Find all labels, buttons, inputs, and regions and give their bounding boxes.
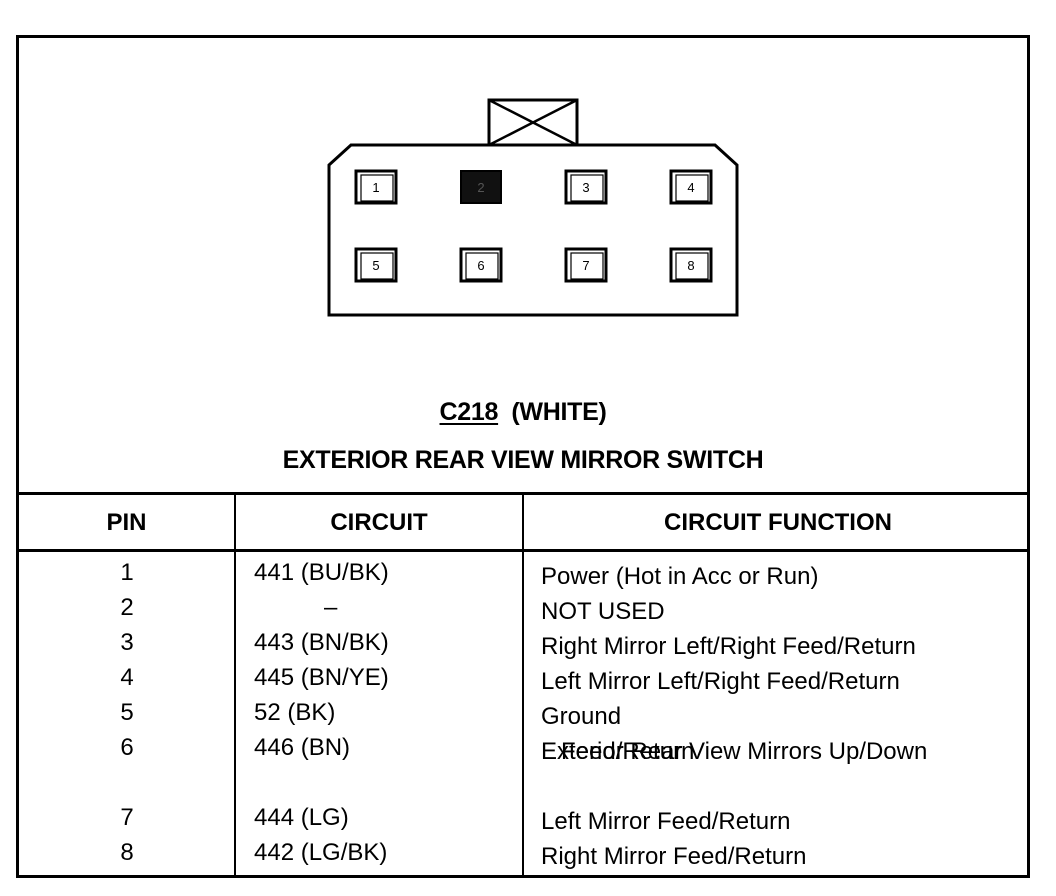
circuit-cell: 443 (BN/BK) [254,629,389,656]
pin-cell: 3 [120,629,134,656]
pin-cavity-2: 2 [460,170,502,204]
function-text: Power (Hot in Acc or Run) [541,563,819,590]
pin-cavity-1: 1 [354,169,398,205]
pin-number: 2 [477,180,484,195]
table-row: 5 52 (BK) Ground [19,695,1027,730]
table-body: 1 441 (BU/BK) Power (Hot in Acc or Run) 2 – N… [19,555,1027,870]
connector-description: EXTERIOR REAR VIEW MIRROR SWITCH [282,446,764,474]
pin-cavity-5: 5 [354,247,398,283]
pin-cavity-8: 8 [669,247,713,283]
column-divider [234,495,236,878]
column-divider [522,495,524,878]
locking-tab-icon [487,98,579,147]
header-pin: PIN [106,509,147,536]
function-text: Left Mirror Left/Right Feed/Return [541,668,900,695]
pin-cavity-7: 7 [564,247,608,283]
pin-number: 1 [372,180,379,195]
pin-number: 8 [687,258,694,273]
function-text: Exterior Rear View Mirrors Up/Down [541,738,928,765]
pin-cell: 8 [120,839,134,866]
circuit-cell: 445 (BN/YE) [254,664,389,691]
pin-number: 7 [582,258,589,273]
pin-number: 4 [687,180,694,195]
table-row: 7 444 (LG) Left Mirror Feed/Return [19,800,1027,835]
pin-cavities: 1 2 3 4 5 6 7 8 [354,169,713,283]
header-circuit-function: CIRCUIT FUNCTION [664,509,892,536]
pin-number: 3 [582,180,589,195]
pin-cavity-3: 3 [564,169,608,205]
circuit-cell: – [324,594,338,621]
table-row: 6 446 (BN) Exterior Rear View Mirrors Up/D… [19,730,1027,800]
table-row: 8 442 (LG/BK) Right Mirror Feed/Return [19,835,1027,870]
circuit-cell: 444 (LG) [254,804,349,831]
table-row: 1 441 (BU/BK) Power (Hot in Acc or Run) [19,555,1027,590]
pin-number: 5 [372,258,379,273]
pin-cavity-4: 4 [669,169,713,205]
circuit-cell: 441 (BU/BK) [254,559,389,586]
table-row: 3 443 (BN/BK) Right Mirror Left/Right Feed… [19,625,1027,660]
function-text: NOT USED [541,598,665,625]
header-circuit: CIRCUIT [330,509,428,536]
function-text: Left Mirror Feed/Return [541,808,791,835]
pin-cell: 4 [120,664,134,691]
function-text: Ground [541,703,622,730]
connector-diagram: 1 2 3 4 5 6 7 8 C218 (WHITE) EXTERIOR REAR VIEW… [19,38,1027,495]
pin-cell: 2 [120,594,134,621]
pin-number: 6 [477,258,484,273]
connector-color: (WHITE) [511,398,607,426]
connector-title: C218 (WHITE) [19,398,1027,427]
pin-cell: 7 [120,804,134,831]
circuit-cell: 442 (LG/BK) [254,839,388,866]
connector-id: C218 [439,398,499,426]
connector-frame: 1 2 3 4 5 6 7 8 C218 (WHITE) EXTERIOR REAR VIEW… [16,35,1030,878]
pinout-table: PIN CIRCUIT CIRCUIT FUNCTION 1 441 (BU/BK… [19,492,1027,878]
function-text: Right Mirror Feed/Return [541,843,807,870]
pin-cell: 1 [120,559,134,586]
pin-cavity-6: 6 [459,247,503,283]
circuit-cell: 446 (BN) [254,734,351,761]
connector-face-drawing: 1 2 3 4 5 6 7 8 [327,98,739,317]
circuit-cell: 52 (BK) [254,699,336,726]
table-header: PIN CIRCUIT CIRCUIT FUNCTION [19,495,1027,552]
pin-cell: 5 [120,699,134,726]
function-text: Right Mirror Left/Right Feed/Return [541,633,916,660]
table-row: 2 – NOT USED [19,590,1027,625]
pin-cell: 6 [120,734,134,761]
function-text-continued: Feed/Return [561,738,695,765]
connector-body [327,143,739,317]
table-row: 4 445 (BN/YE) Left Mirror Left/Right Feed/… [19,660,1027,695]
